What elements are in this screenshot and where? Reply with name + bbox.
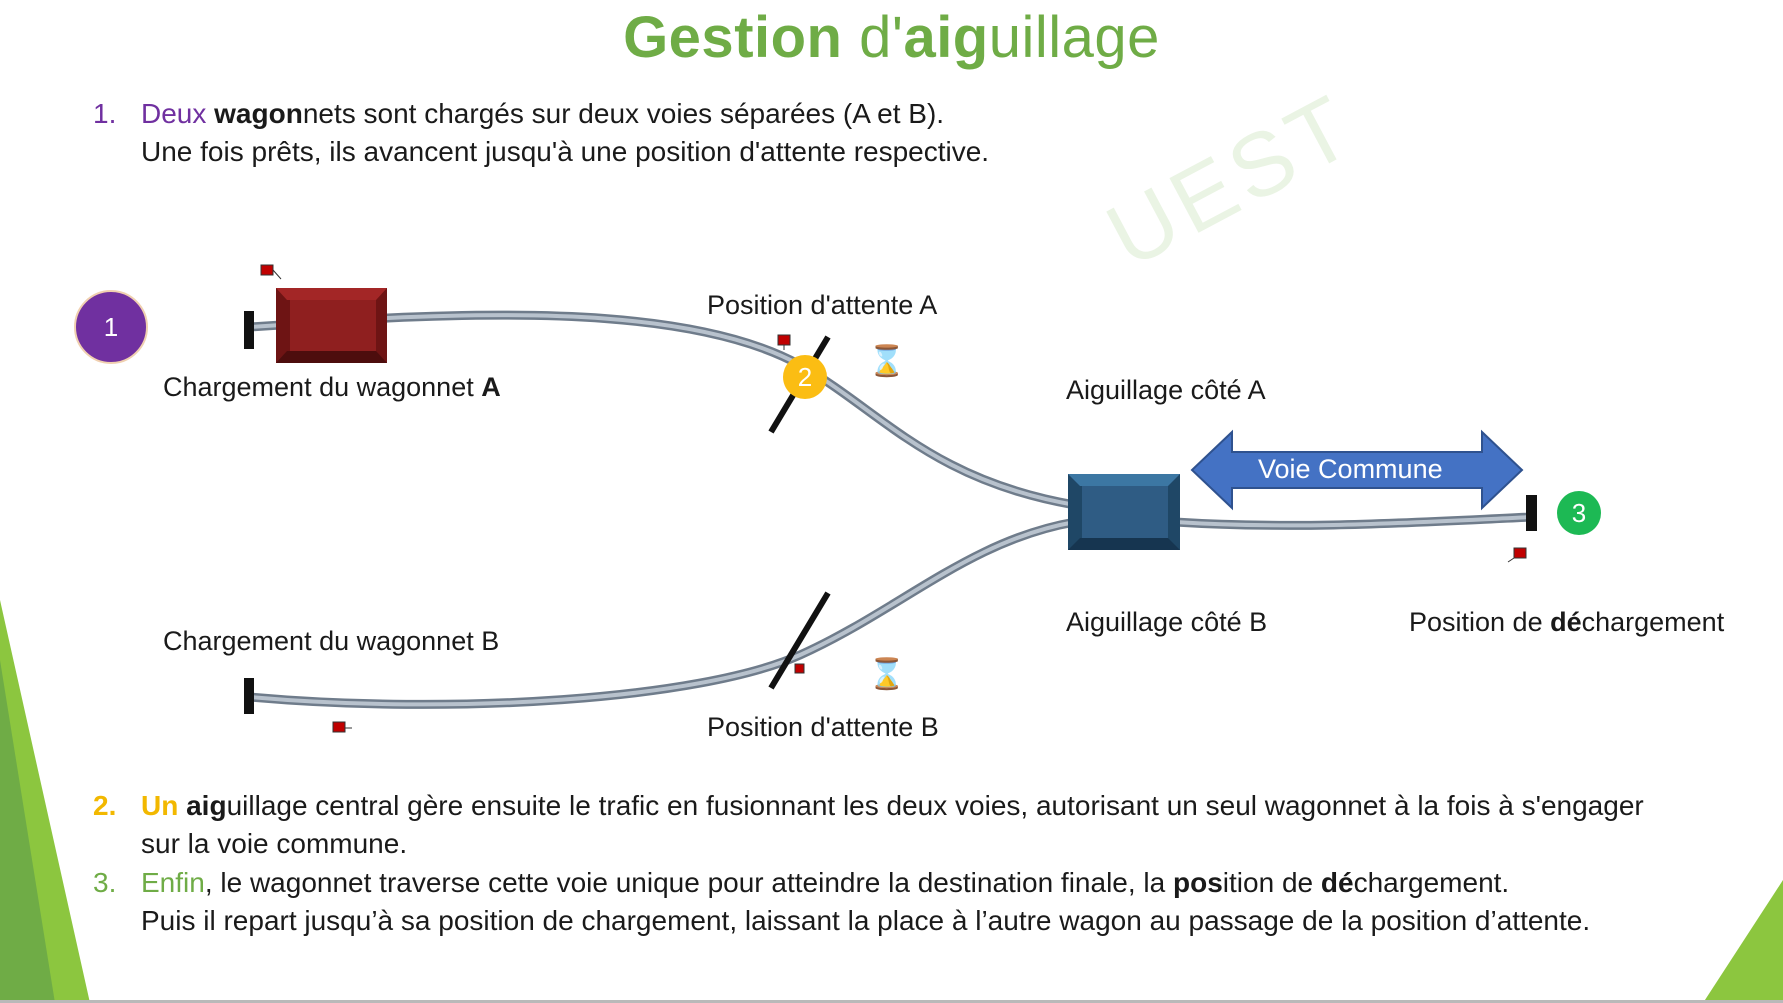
bottom-border <box>0 1000 1783 1003</box>
common-track-arrow <box>1190 429 1524 511</box>
label-common-track: Voie Commune <box>1258 454 1443 484</box>
sensor-markers <box>260 264 1527 733</box>
hourglass-icon: ⌛ <box>868 658 906 691</box>
step-badge-2: 2 <box>783 355 827 399</box>
step-badge-1: 1 <box>74 290 148 364</box>
wagon-switch <box>1068 474 1180 550</box>
buffer-stop-unload <box>1526 495 1537 531</box>
label-wait-b: Position d'attente B <box>707 712 939 742</box>
step-number: 1. <box>93 98 117 129</box>
step-2-line-2: sur la voie commune. <box>141 828 408 859</box>
label-loading-a: Chargement du wagonnet A <box>163 372 501 402</box>
label-loading-b: Chargement du wagonnet B <box>163 626 500 656</box>
slide-title: Gestion d'aiguillage <box>623 5 1160 70</box>
step-badge-3: 3 <box>1557 491 1601 535</box>
step-1-line-2: Une fois prêts, ils avancent jusqu'à une… <box>141 136 990 167</box>
buffer-stop-a <box>244 311 254 349</box>
buffer-stop-b <box>244 678 254 714</box>
decorative-corner-left <box>0 600 90 1003</box>
hourglass-icon: ⌛ <box>868 345 906 378</box>
decorative-corner-right <box>1703 880 1783 1003</box>
barrier-b <box>768 591 831 690</box>
track-b <box>245 517 1080 709</box>
wagon-a <box>276 288 387 363</box>
label-unload: Position de déchargement <box>1409 607 1725 637</box>
label-wait-a: Position d'attente A <box>707 290 938 320</box>
step-3-line-2: Puis il repart jusqu’à sa position de ch… <box>141 905 1591 936</box>
label-switch-a: Aiguillage côté A <box>1066 375 1266 405</box>
step-number: 3. <box>93 867 117 898</box>
step-number: 2. <box>93 790 117 821</box>
label-switch-b: Aiguillage côté B <box>1066 607 1268 637</box>
